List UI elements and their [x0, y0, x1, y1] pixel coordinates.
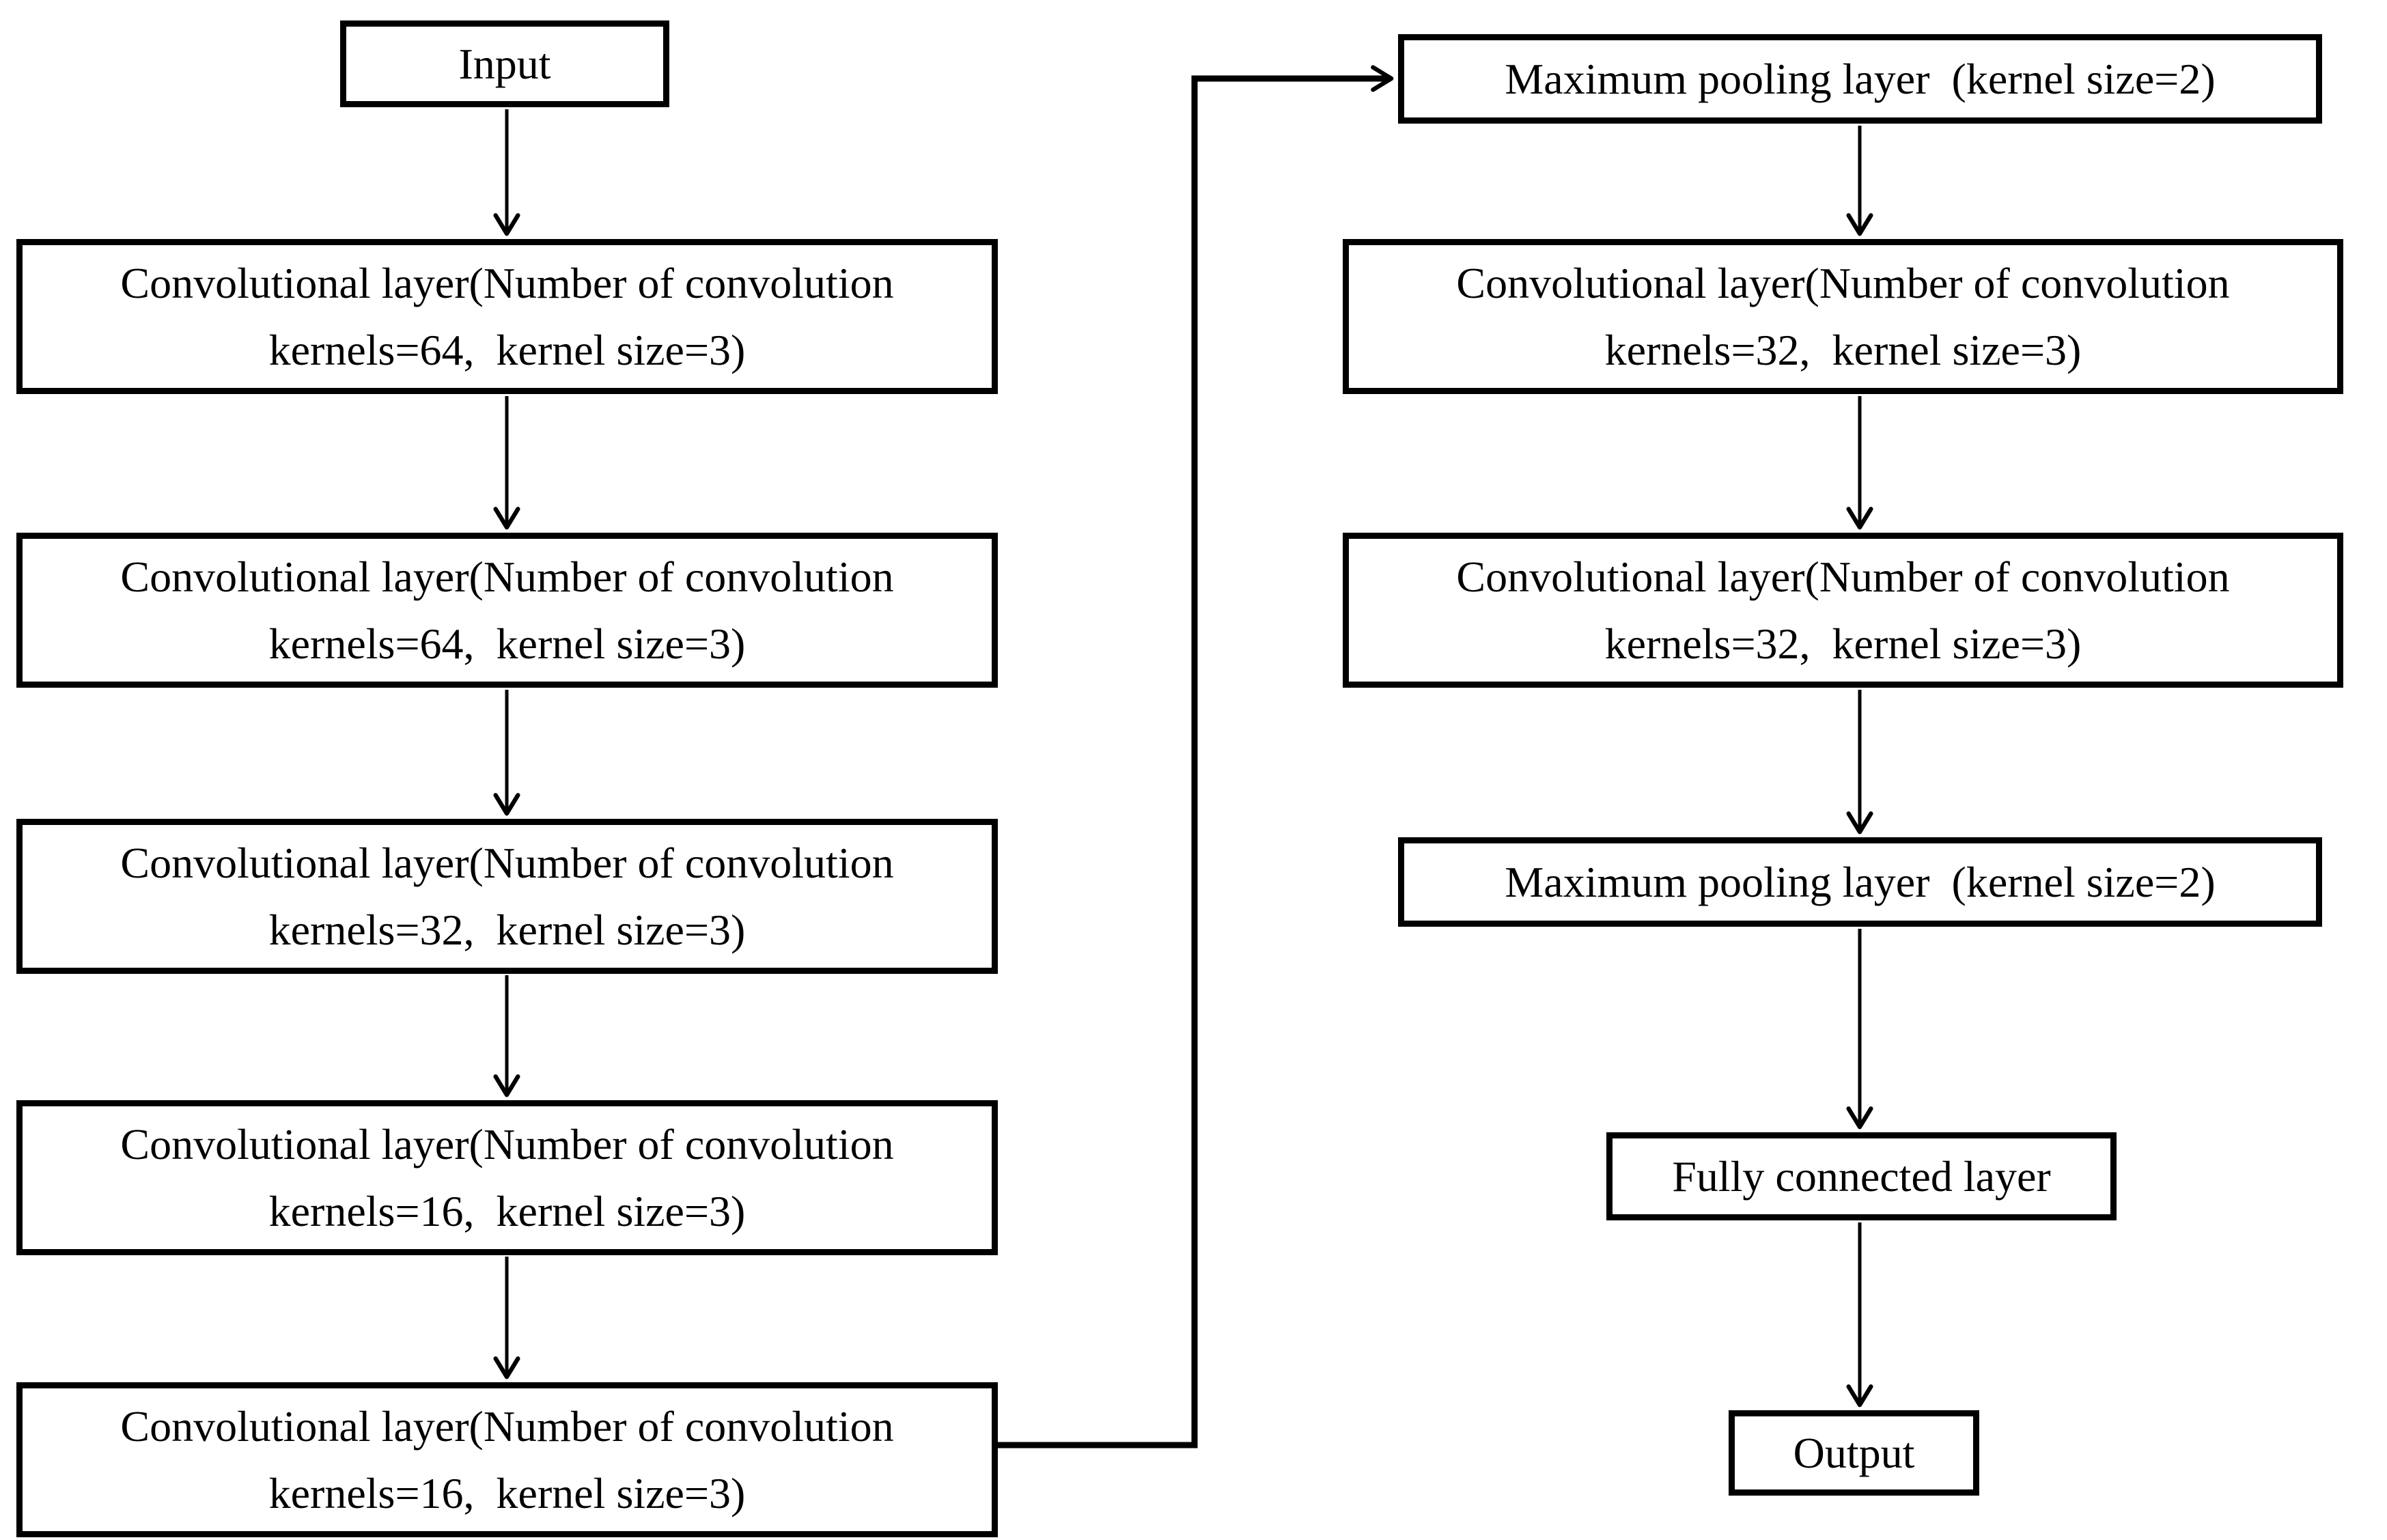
node-maxpool-1: Maximum pooling layer (kernel size=2) — [1398, 34, 2322, 124]
node-label-line1: Convolutional layer(Number of convolutio… — [1456, 552, 2230, 602]
node-label-line2: kernels=16, kernel size=3) — [268, 1186, 746, 1235]
node-label-line2: kernels=32, kernel size=3) — [268, 905, 746, 954]
node-maxpool-2: Maximum pooling layer (kernel size=2) — [1398, 837, 2322, 927]
node-label: Output — [1793, 1428, 1915, 1477]
node-input: Input — [340, 20, 669, 107]
node-label-line2: kernels=64, kernel size=3) — [268, 619, 746, 668]
node-label: Maximum pooling layer (kernel size=2) — [1505, 54, 2216, 103]
node-conv-l2: Convolutional layer(Number of convolutio… — [16, 533, 998, 688]
node-label-line1: Convolutional layer(Number of convolutio… — [120, 552, 894, 602]
node-conv-l1: Convolutional layer(Number of convolutio… — [16, 239, 998, 394]
node-label-line2: kernels=16, kernel size=3) — [268, 1468, 746, 1517]
node-label: Fully connected layer — [1672, 1151, 2051, 1201]
node-label: Maximum pooling layer (kernel size=2) — [1505, 857, 2216, 906]
node-conv-r2: Convolutional layer(Number of convolutio… — [1343, 533, 2343, 688]
node-conv-l5: Convolutional layer(Number of convolutio… — [16, 1382, 998, 1537]
node-label-line1: Convolutional layer(Number of convolutio… — [120, 839, 894, 888]
node-label-line1: Convolutional layer(Number of convolutio… — [120, 1120, 894, 1169]
connector-conv-l5-to-maxpool-1 — [996, 65, 1394, 1448]
node-label-line2: kernels=64, kernel size=3) — [268, 325, 746, 374]
node-output: Output — [1729, 1410, 1979, 1496]
node-label-line1: Convolutional layer(Number of convolutio… — [120, 1402, 894, 1451]
node-label-line1: Convolutional layer(Number of convolutio… — [120, 259, 894, 308]
node-label-line2: kernels=32, kernel size=3) — [1604, 325, 2082, 374]
node-label-line2: kernels=32, kernel size=3) — [1604, 619, 2082, 668]
node-label-line1: Convolutional layer(Number of convolutio… — [1456, 259, 2230, 308]
node-conv-r1: Convolutional layer(Number of convolutio… — [1343, 239, 2343, 394]
node-conv-l3: Convolutional layer(Number of convolutio… — [16, 819, 998, 974]
node-fully-connected: Fully connected layer — [1606, 1132, 2117, 1220]
node-label: Input — [458, 39, 551, 88]
node-conv-l4: Convolutional layer(Number of convolutio… — [16, 1100, 998, 1255]
